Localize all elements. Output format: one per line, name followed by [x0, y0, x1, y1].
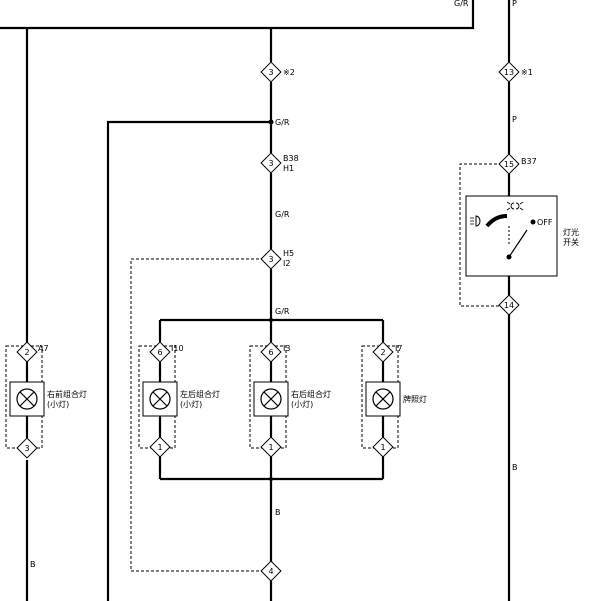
connector-star1: ※1: [521, 68, 533, 77]
pin-c5: 15: [498, 153, 520, 175]
connector-star2: ※2: [283, 68, 295, 77]
lamp-right-front: [9, 381, 45, 417]
pin-i7-bot: 1: [372, 436, 394, 458]
label-rr-lamp-1: 右后组合灯: [291, 389, 331, 399]
label-plate-lamp: 牌照灯: [403, 394, 427, 404]
svg-text:2: 2: [380, 348, 385, 357]
wire-splice-branch: [106, 120, 271, 601]
connector-a7: A7: [38, 344, 49, 353]
pin-i3-top: 6: [260, 341, 282, 363]
connector-h5: H5: [283, 249, 294, 258]
svg-text:3: 3: [268, 159, 273, 168]
wire-label-mid: G/R: [275, 210, 290, 219]
switch-off-label: OFF: [537, 218, 553, 227]
pin-c4: 3: [260, 248, 282, 270]
pin-i10-top: 6: [149, 341, 171, 363]
pin-c3: 3: [260, 152, 282, 174]
wire-label-top-right: P: [512, 0, 517, 8]
bus-dot-center-bot: [269, 477, 273, 481]
svg-text:2: 2: [24, 348, 29, 357]
component-labels: 右前组合灯 (小灯) 左后组合灯 (小灯) 右后组合灯 (小灯) 牌照灯: [47, 389, 427, 409]
parking-lamp-icon: [506, 201, 524, 211]
light-switch: OFF 灯光 开关: [465, 195, 579, 277]
wire-label-top: G/R: [454, 0, 469, 8]
connector-b38: B38: [283, 154, 299, 163]
label-lr-lamp-2: (小灯): [180, 399, 202, 409]
pin-bottom: 4: [260, 560, 282, 582]
bus-dot-center: [269, 318, 273, 322]
wire-label-splice: G/R: [275, 118, 290, 127]
connector-h1: H1: [283, 164, 294, 173]
label-rr-lamp-2: (小灯): [291, 399, 313, 409]
switch-label-line2: 开关: [563, 237, 579, 247]
svg-text:3: 3: [268, 255, 273, 264]
pin-c6: 14: [498, 294, 520, 316]
headlight-icon: [470, 215, 481, 227]
pin-i10-bot: 1: [149, 436, 171, 458]
lamp-license-plate: [365, 381, 401, 417]
svg-text:4: 4: [268, 567, 273, 576]
pin-i3-bot: 1: [260, 436, 282, 458]
switch-label-line1: 灯光: [563, 227, 579, 237]
svg-text:13: 13: [504, 68, 514, 77]
wire-top-bus: [0, 0, 475, 30]
svg-text:1: 1: [380, 443, 385, 452]
connector-b37: B37: [521, 157, 537, 166]
connector-i7: I7: [395, 344, 402, 353]
svg-text:3: 3: [24, 444, 29, 453]
wire-label-p-mid: P: [512, 115, 517, 124]
lamp-right-rear: [253, 381, 289, 417]
connector-i2: I2: [283, 259, 290, 268]
pin-i7-top: 2: [372, 341, 394, 363]
wire-label-bus: G/R: [275, 307, 290, 316]
pin-a7-top: 2: [16, 341, 38, 363]
outline-switch: [459, 163, 502, 307]
wire-label-ground-mid: B: [275, 508, 281, 517]
svg-text:3: 3: [268, 68, 273, 77]
connector-names: ※2 ※1 B38 H1 H5 I2 B37 A7 I10 I3 I7: [38, 68, 537, 353]
connector-i3: I3: [283, 344, 290, 353]
wire-label-ground-right: B: [512, 463, 518, 472]
dashed-outlines: [5, 163, 502, 572]
outline-h5-i2: [130, 258, 264, 572]
wire-color-labels: G/R P G/R G/R G/R P B B B: [30, 0, 518, 569]
connector-pins: 3 3 3 13 15 14 2 3: [16, 61, 520, 582]
pin-c2: 13: [498, 61, 520, 83]
wire-label-ground-left: B: [30, 560, 36, 569]
label-rf-lamp-2: (小灯): [47, 399, 69, 409]
svg-text:1: 1: [157, 443, 162, 452]
svg-text:1: 1: [268, 443, 273, 452]
label-rf-lamp-1: 右前组合灯: [47, 389, 87, 399]
pin-c1: 3: [260, 61, 282, 83]
svg-text:6: 6: [268, 348, 273, 357]
wires: [0, 0, 511, 601]
svg-text:15: 15: [504, 160, 514, 169]
svg-text:6: 6: [157, 348, 162, 357]
label-lr-lamp-1: 左后组合灯: [180, 389, 220, 399]
connector-i10: I10: [171, 344, 184, 353]
svg-text:14: 14: [504, 301, 514, 310]
pin-a7-bot: 3: [16, 437, 38, 459]
lamp-left-rear: [142, 381, 178, 417]
splice-dot: [268, 119, 274, 125]
